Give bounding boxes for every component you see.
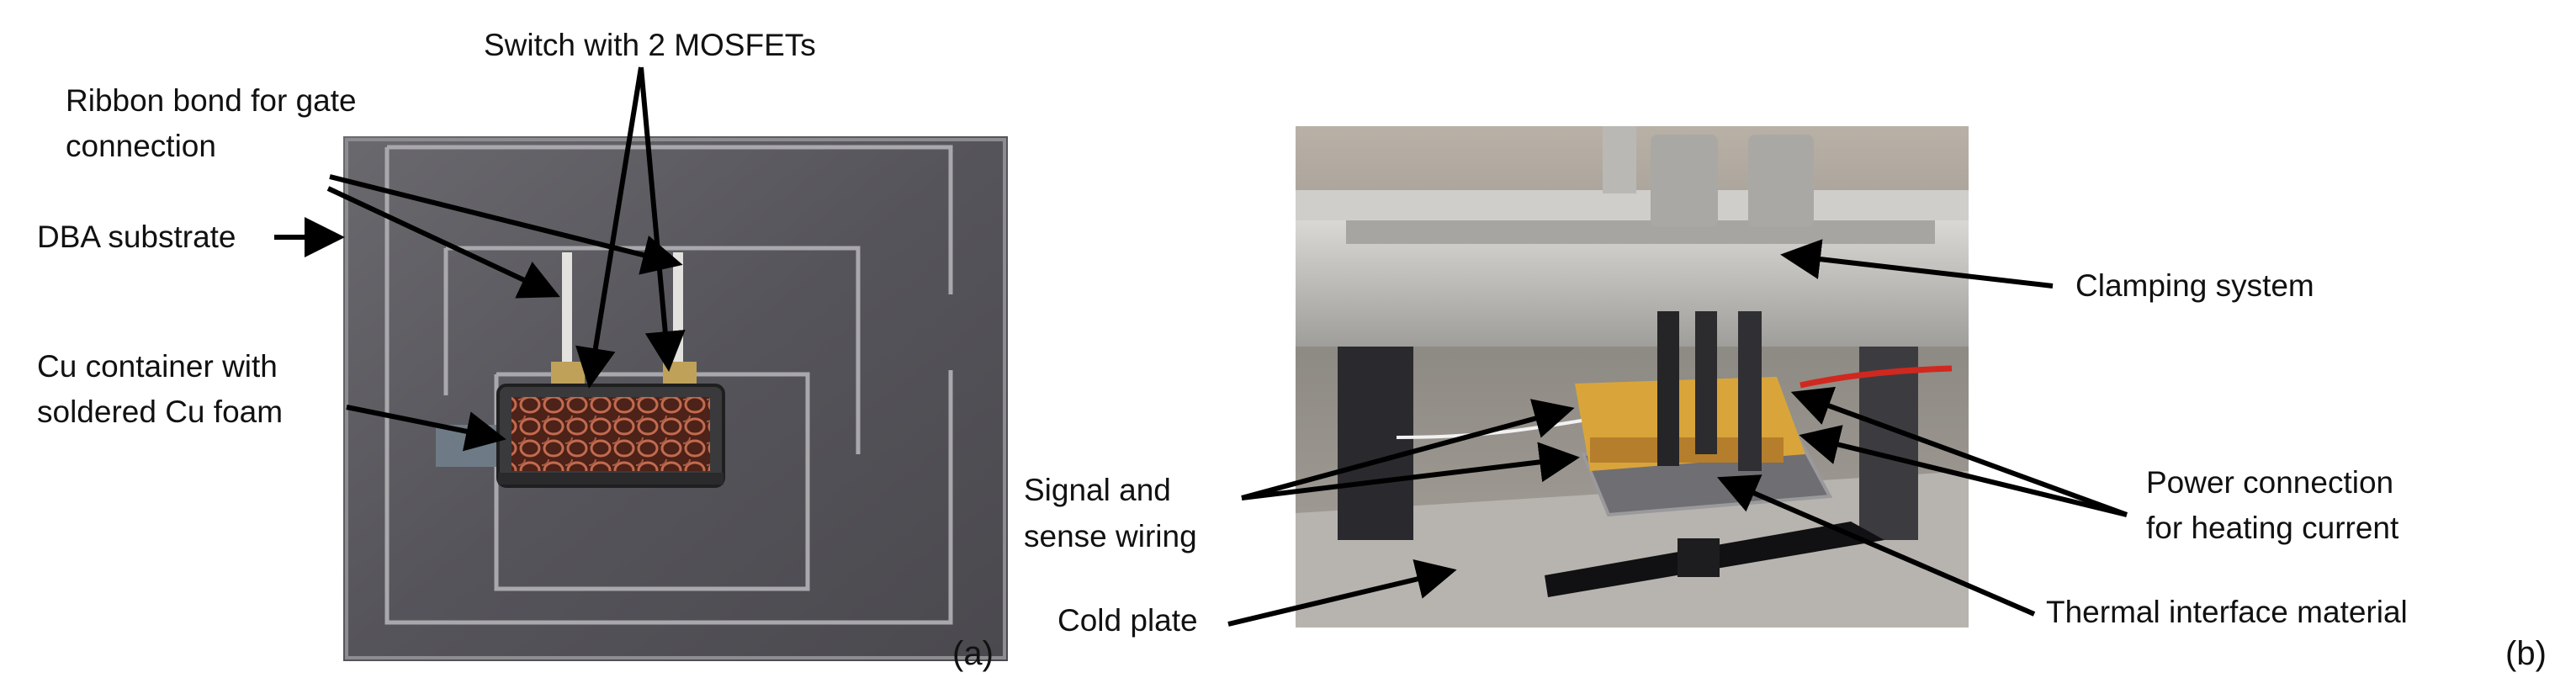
ribbon-bond-right <box>673 252 683 374</box>
arrow-signal-upper <box>1241 399 1575 500</box>
screw-right <box>1738 311 1762 471</box>
screw-center <box>1695 311 1717 454</box>
label-signal-line1: Signal and <box>1024 473 1171 507</box>
label-power-line2: for heating current <box>2146 511 2399 545</box>
arrow-ribbon-left <box>326 186 560 299</box>
clamp-bar-top <box>1296 190 1969 224</box>
panel-b-id: (b) <box>2505 635 2547 672</box>
arrow-power-lower <box>1799 425 2128 517</box>
label-switch: Switch with 2 MOSFETs <box>484 28 816 62</box>
support-left <box>1338 347 1413 540</box>
panel-b-photo <box>1296 126 1969 628</box>
arrow-signal-lower <box>1241 442 1580 500</box>
label-dba: DBA substrate <box>37 220 236 254</box>
label-cu-line1: Cu container with <box>37 349 278 384</box>
mosfet-right <box>663 362 697 385</box>
arrow-switch-right <box>639 66 686 372</box>
arrow-power-upper <box>1790 386 2128 517</box>
screw-left <box>1657 311 1679 466</box>
container-lip <box>498 473 724 485</box>
cu-foam <box>511 397 710 471</box>
clamp-slot <box>1346 220 1935 244</box>
arrow-clamping <box>1780 239 2054 289</box>
arrow-switch-left <box>575 66 644 389</box>
mosfet-left <box>551 362 585 385</box>
label-cu-line2: soldered Cu foam <box>37 395 283 429</box>
black-pad <box>1678 538 1720 577</box>
panel-a-id: (a) <box>952 635 994 672</box>
ribbon-bond-left <box>562 252 572 374</box>
power-cable <box>1799 365 1953 389</box>
arrow-tim <box>1716 474 2036 617</box>
label-signal-line2: sense wiring <box>1024 519 1197 553</box>
label-ribbon-line1: Ribbon bond for gate <box>66 83 357 118</box>
label-tim: Thermal interface material <box>2046 595 2408 629</box>
support-right <box>1859 347 1918 540</box>
arrow-cold-plate <box>1227 559 1457 627</box>
substrate-edge <box>345 138 1006 659</box>
label-power-line1: Power connection <box>2146 465 2393 500</box>
trace-outer <box>384 145 953 625</box>
label-ribbon-line2: connection <box>66 129 216 163</box>
knob-left <box>1603 126 1636 193</box>
arrow-cu <box>346 405 506 452</box>
arrow-ribbon-right <box>329 174 683 275</box>
knob-right <box>1748 135 1814 227</box>
label-clamping: Clamping system <box>2075 268 2314 303</box>
trace-inner <box>443 246 861 591</box>
knob-center <box>1651 135 1718 227</box>
cold-plate <box>1296 471 1969 628</box>
label-cold-plate: Cold plate <box>1057 603 1198 638</box>
panel-a-photo <box>343 136 1008 661</box>
